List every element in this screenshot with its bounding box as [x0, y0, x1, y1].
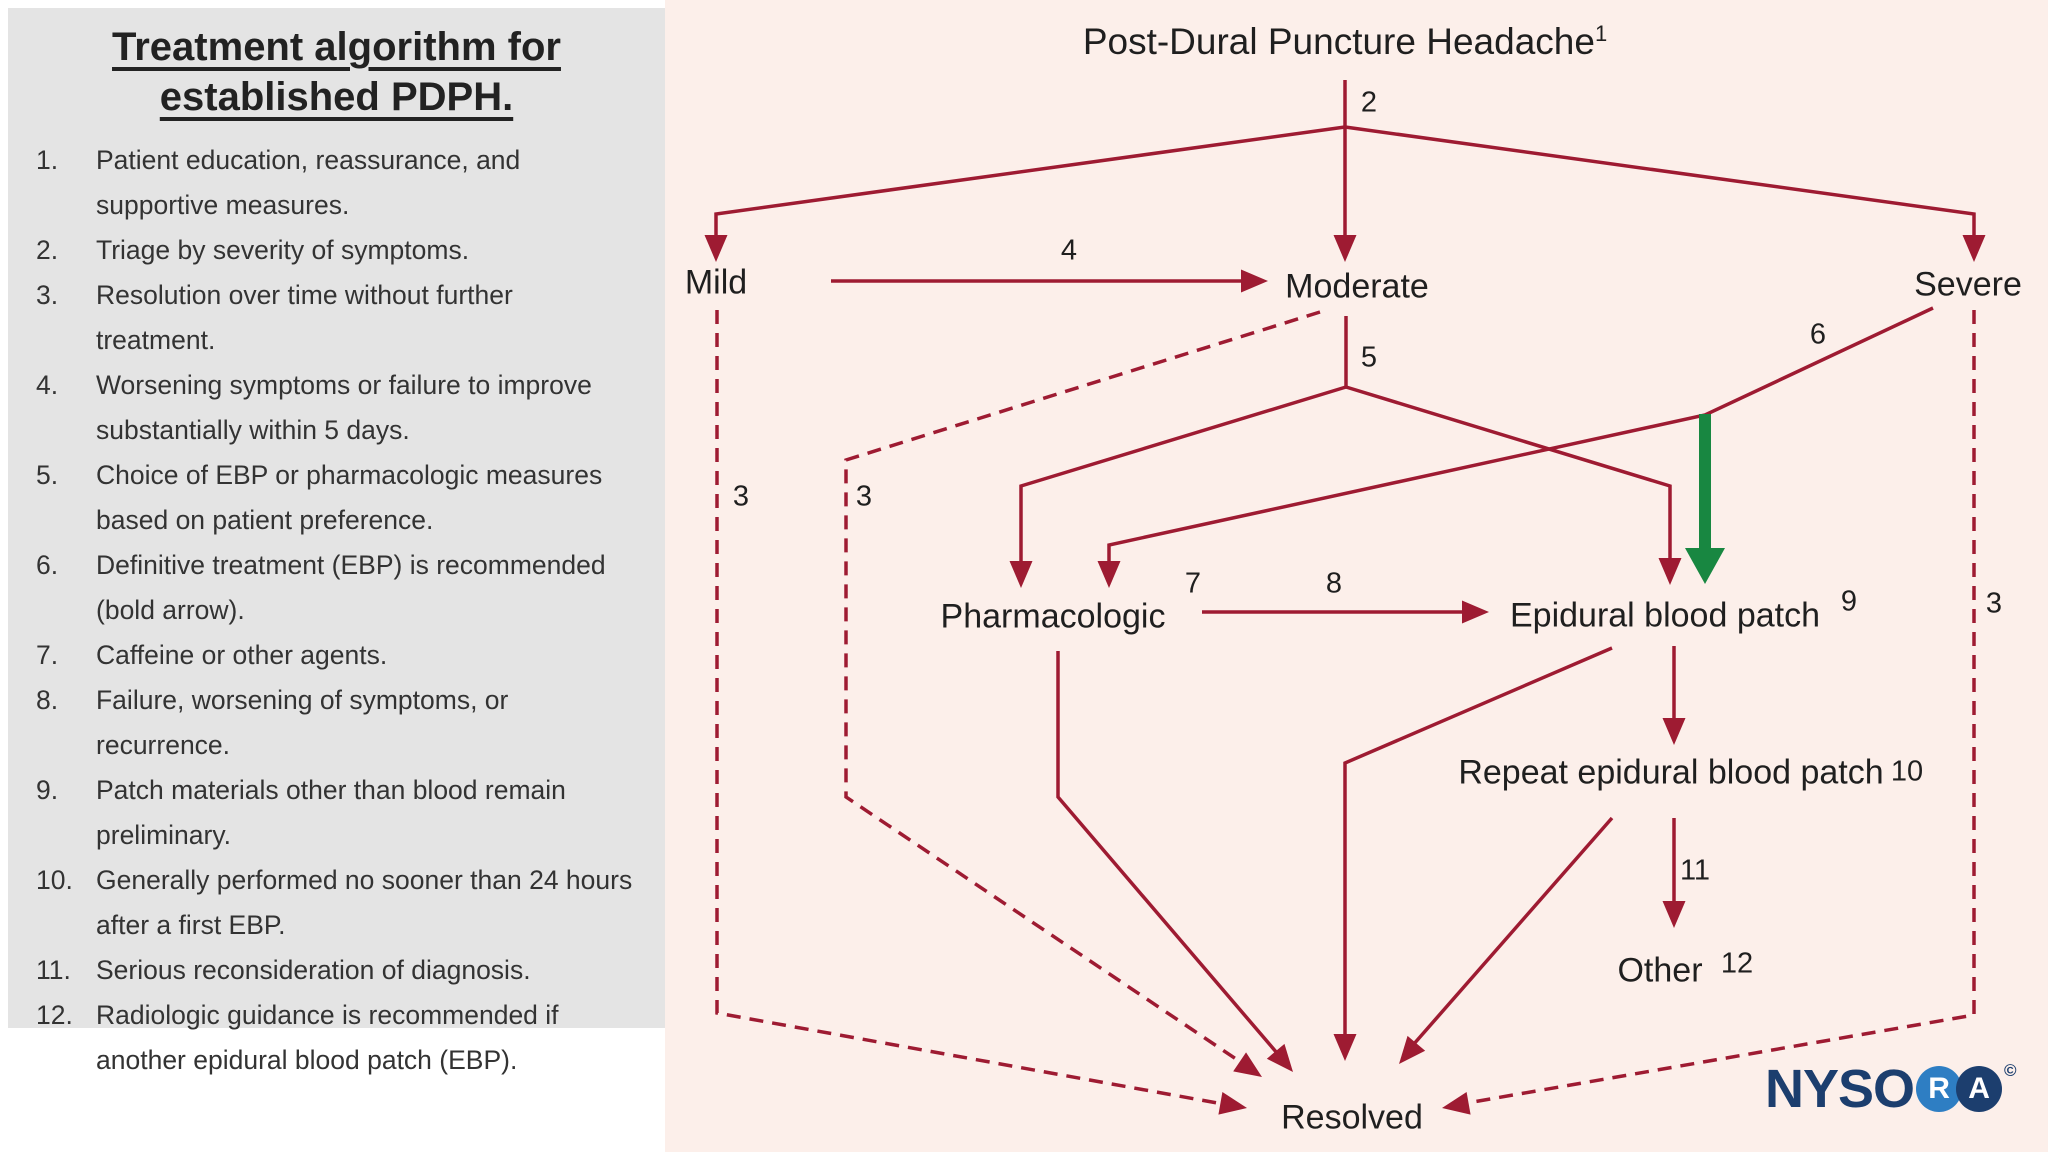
node-pharmacologic: Pharmacologic: [940, 597, 1166, 636]
legend-item-3: 3. Resolution over time without further t…: [8, 273, 665, 363]
legend-item-text: Failure, worsening of symptoms, or recur…: [96, 685, 509, 760]
legend-item-12: 12. Radiologic guidance is recommended if…: [8, 993, 665, 1083]
edge-moderate-resolved-dashed: [844, 310, 1321, 1065]
arrowhead-into-other: [1662, 901, 1686, 928]
ref-label-4: 4: [1060, 234, 1078, 267]
arrowhead-mild-dashed: [1218, 1091, 1247, 1115]
ref-label-12: 12: [1720, 947, 1754, 980]
node-repeat-epidural-blood-patch: Repeat epidural blood patch: [1458, 753, 1884, 792]
legend-item-text: Patient education, reassurance, and supp…: [96, 145, 521, 220]
arrowhead-ebp-to-resolved: [1333, 1034, 1357, 1061]
legend-item-6: 6. Definitive treatment (EBP) is recommen…: [8, 543, 665, 633]
legend-item-text: Worsening symptoms or failure to improve…: [96, 370, 592, 445]
ref-label-8: 8: [1325, 567, 1343, 600]
legend-item-number: 5.: [36, 460, 59, 490]
ref-label-7: 7: [1184, 567, 1202, 600]
arrowheads: [704, 235, 1986, 1115]
ref-label-3-severe: 3: [1985, 587, 2003, 620]
nysora-logo: NYSO R A ©: [1765, 1062, 2017, 1116]
ref-label-5: 5: [1360, 341, 1378, 374]
arrowhead-into-moderate-top: [1333, 235, 1357, 262]
node-mild: Mild: [684, 263, 748, 302]
arrowhead-into-ebp: [1658, 558, 1682, 585]
nysora-logo-r-circle: R: [1916, 1066, 1963, 1112]
legend-item-10: 10. Generally performed no sooner than 24…: [8, 858, 665, 948]
nysora-logo-a-circle: A: [1956, 1066, 2003, 1112]
bold-arrow-severe-ebp: [1685, 414, 1725, 584]
node-epidural-blood-patch: Epidural blood patch: [1509, 596, 1821, 635]
legend-item-number: 8.: [36, 685, 59, 715]
arrowhead-pharmacologic-to-resolved: [1266, 1043, 1293, 1072]
node-pdph: Post-Dural Puncture Headache1: [1083, 21, 1607, 63]
legend-item-text: Caffeine or other agents.: [96, 640, 388, 670]
ref-label-3-mild: 3: [732, 480, 750, 513]
arrowhead-repeat-to-resolved: [1399, 1035, 1426, 1064]
arrowhead-into-mild: [704, 235, 728, 262]
legend-item-text: Radiologic guidance is recommended if an…: [96, 1000, 559, 1075]
legend-item-5: 5. Choice of EBP or pharmacologic measure…: [8, 453, 665, 543]
legend-list: 1. Patient education, reassurance, and su…: [8, 138, 665, 1083]
legend-panel: Treatment algorithm for established PDPH…: [8, 8, 665, 1075]
legend-item-text: Generally performed no sooner than 24 ho…: [96, 865, 633, 940]
legend-item-number: 7.: [36, 640, 59, 670]
arrowhead-severe-dashed: [1442, 1091, 1471, 1115]
legend-item-8: 8. Failure, worsening of symptoms, or rec…: [8, 678, 665, 768]
legend-item-number: 6.: [36, 550, 59, 580]
node-moderate: Moderate: [1285, 267, 1429, 306]
legend-title: Treatment algorithm for established PDPH…: [112, 25, 561, 119]
legend-item-number: 1.: [36, 145, 59, 175]
ref-label-11: 11: [1679, 854, 1711, 887]
node-other: Other: [1617, 951, 1703, 990]
arrowhead-moderate-dashed: [1233, 1052, 1262, 1077]
nysora-logo-text: NYSO: [1765, 1059, 1915, 1119]
edge-repeat-resolved: [1411, 816, 1614, 1047]
edge-moderate-pharmacologic: [1019, 385, 1347, 563]
legend-item-9: 9. Patch materials other than blood remai…: [8, 768, 665, 858]
edge-moderate-ebp: [1345, 385, 1672, 560]
ref-label-9: 9: [1840, 585, 1858, 618]
node-pdph-superscript: 1: [1594, 20, 1608, 46]
edge-ebp-resolved: [1343, 646, 1613, 1036]
arrowhead-pharmacologic-to-ebp: [1462, 600, 1489, 624]
legend-item-text: Choice of EBP or pharmacologic measures …: [96, 460, 603, 535]
edge-pdph-severe: [1344, 125, 1976, 238]
ref-label-10: 10: [1890, 755, 1924, 788]
legend-item-number: 2.: [36, 235, 59, 265]
edge-severe-resolved-dashed: [1466, 310, 1976, 1105]
legend-item-number: 9.: [36, 775, 59, 805]
ref-label-2: 2: [1360, 86, 1378, 119]
edge-pdph-mild: [714, 125, 1346, 238]
legend-item-number: 12.: [36, 1000, 73, 1030]
arrowhead-into-pharmacologic-left: [1009, 561, 1033, 588]
legend-item-number: 4.: [36, 370, 59, 400]
node-pdph-text: Post-Dural Puncture Headache: [1082, 21, 1595, 63]
legend-item-text: Patch materials other than blood remain …: [96, 775, 566, 850]
legend-item-number: 3.: [36, 280, 59, 310]
legend-item-text: Definitive treatment (EBP) is recommende…: [96, 550, 606, 625]
arrowhead-mild-to-moderate: [1241, 269, 1268, 293]
legend-item-number: 10.: [36, 865, 73, 895]
edge-mild-resolved-dashed: [715, 310, 1224, 1106]
legend-item-2: 2. Triage by severity of symptoms.: [8, 228, 665, 273]
legend-item-text: Resolution over time without further tre…: [96, 280, 513, 355]
legend-item-4: 4. Worsening symptoms or failure to impro…: [8, 363, 665, 453]
nysora-logo-copyright: ©: [2004, 1061, 2017, 1080]
arrowhead-into-severe: [1962, 235, 1986, 262]
legend-item-7: 7. Caffeine or other agents.: [8, 633, 665, 678]
legend-item-1: 1. Patient education, reassurance, and su…: [8, 138, 665, 228]
edge-pharmacologic-resolved: [1056, 651, 1279, 1055]
arrowhead-into-repeat-ebp: [1662, 718, 1686, 745]
ref-label-6: 6: [1809, 318, 1827, 351]
legend-item-text: Serious reconsideration of diagnosis.: [96, 955, 531, 985]
ref-label-3-moderate: 3: [855, 480, 873, 513]
node-resolved: Resolved: [1281, 1098, 1423, 1137]
legend-item-11: 11. Serious reconsideration of diagnosis.: [8, 948, 665, 993]
legend-item-text: Triage by severity of symptoms.: [96, 235, 470, 265]
arrowhead-into-pharmacologic-right: [1097, 561, 1121, 588]
edge-severe-pharmacologic: [1107, 306, 1934, 563]
node-severe: Severe: [1914, 265, 2022, 304]
legend-item-number: 11.: [36, 955, 71, 985]
